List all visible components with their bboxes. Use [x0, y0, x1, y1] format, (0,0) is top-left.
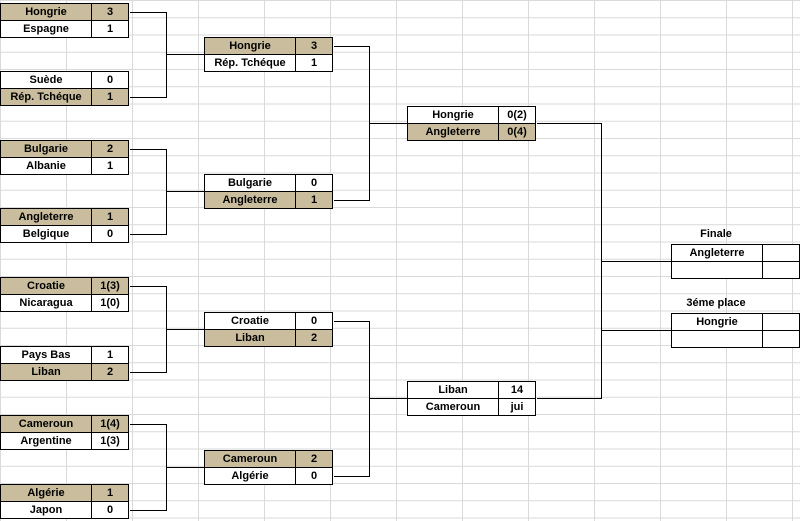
r1-match-7-team1-score[interactable]: 1(4) — [91, 415, 129, 433]
r1-match-5-team2-name[interactable]: Nicaragua — [0, 294, 92, 312]
r3-match-1-team1-score[interactable]: 0(2) — [498, 106, 536, 124]
r3-match-1-team2-score[interactable]: 0(4) — [498, 123, 536, 141]
r1-match-8-team2-name[interactable]: Japon — [0, 501, 92, 519]
bracket-connector — [166, 191, 204, 192]
r2-match-4-team1-score[interactable]: 2 — [295, 450, 333, 468]
r1-match-4-team2-score[interactable]: 0 — [91, 225, 129, 243]
r1-match-6-team1-score[interactable]: 1 — [91, 346, 129, 364]
r2-match-2-team2-score[interactable]: 1 — [295, 191, 333, 209]
r2-match-3-team2-name[interactable]: Liban — [204, 329, 296, 347]
r1-match-6-team1-name[interactable]: Pays Bas — [0, 346, 92, 364]
r1-match-7-team1-name[interactable]: Cameroun — [0, 415, 92, 433]
r1-match-2-team1-score[interactable]: 0 — [91, 71, 129, 89]
final-team1-score[interactable] — [762, 244, 800, 262]
bracket-connector — [130, 234, 166, 235]
bracket-connector — [166, 12, 167, 98]
r1-match-1-team2-score[interactable]: 1 — [91, 20, 129, 38]
r1-match-3-team1-score[interactable]: 2 — [91, 140, 129, 158]
r2-match-2-team1-score[interactable]: 0 — [295, 174, 333, 192]
r2-match-2-team1-name[interactable]: Bulgarie — [204, 174, 296, 192]
r2-match-3-team1-score[interactable]: 0 — [295, 312, 333, 330]
r1-match-3-team1-name[interactable]: Bulgarie — [0, 140, 92, 158]
r1-match-7-team2-score[interactable]: 1(3) — [91, 432, 129, 450]
final-team1-name[interactable]: Angleterre — [671, 244, 763, 262]
bracket-connector — [601, 261, 671, 262]
r3-match-2-team2-name[interactable]: Cameroun — [407, 398, 499, 416]
bracket-connector — [369, 398, 407, 399]
bracket-connector — [130, 12, 166, 13]
r2-match-1-team2-score[interactable]: 1 — [295, 54, 333, 72]
bracket-connector — [130, 510, 166, 511]
bracket-connector — [130, 424, 166, 425]
bracket-connector — [130, 286, 166, 287]
bracket-connector — [166, 329, 204, 330]
r1-match-4-team1-score[interactable]: 1 — [91, 208, 129, 226]
third-place-team1-score[interactable] — [762, 313, 800, 331]
r1-match-4-team2-name[interactable]: Belgique — [0, 225, 92, 243]
r1-match-5-team1-score[interactable]: 1(3) — [91, 277, 129, 295]
bracket-connector — [601, 330, 671, 331]
bracket-connector — [166, 467, 204, 468]
r1-match-3-team2-score[interactable]: 1 — [91, 157, 129, 175]
bracket-connector — [369, 321, 370, 477]
r2-match-4-team2-score[interactable]: 0 — [295, 467, 333, 485]
r3-match-1-team2-name[interactable]: Angleterre — [407, 123, 499, 141]
final-title: Finale — [700, 228, 732, 240]
bracket-connector — [537, 123, 601, 124]
r1-match-8-team2-score[interactable]: 0 — [91, 501, 129, 519]
bracket-connector — [334, 321, 369, 322]
r2-match-3-team1-name[interactable]: Croatie — [204, 312, 296, 330]
r1-match-1-team1-name[interactable]: Hongrie — [0, 3, 92, 21]
third-place-team2-name[interactable] — [671, 330, 763, 348]
r1-match-2-team1-name[interactable]: Suède — [0, 71, 92, 89]
r1-match-6-team2-score[interactable]: 2 — [91, 363, 129, 381]
r2-match-1-team1-score[interactable]: 3 — [295, 37, 333, 55]
r1-match-3-team2-name[interactable]: Albanie — [0, 157, 92, 175]
final-team2-score[interactable] — [762, 261, 800, 279]
r1-match-6-team2-name[interactable]: Liban — [0, 363, 92, 381]
r1-match-7-team2-name[interactable]: Argentine — [0, 432, 92, 450]
third-place-team1-name[interactable]: Hongrie — [671, 313, 763, 331]
r1-match-2-team2-name[interactable]: Rép. Tchéque — [0, 88, 92, 106]
r3-match-2-team2-score[interactable]: jui — [498, 398, 536, 416]
bracket-connector — [166, 54, 204, 55]
bracket-connector — [334, 46, 369, 47]
r3-match-2-team1-score[interactable]: 14 — [498, 381, 536, 399]
final-team2-name[interactable] — [671, 261, 763, 279]
r2-match-1-team2-name[interactable]: Rép. Tchéque — [204, 54, 296, 72]
r3-match-2-team1-name[interactable]: Liban — [407, 381, 499, 399]
r1-match-1-team2-name[interactable]: Espagne — [0, 20, 92, 38]
bracket-connector — [334, 476, 369, 477]
bracket-connector — [334, 200, 369, 201]
bracket-connector — [537, 398, 601, 399]
bracket-connector — [130, 149, 166, 150]
r1-match-5-team1-name[interactable]: Croatie — [0, 277, 92, 295]
r3-match-1-team1-name[interactable]: Hongrie — [407, 106, 499, 124]
r1-match-1-team1-score[interactable]: 3 — [91, 3, 129, 21]
r1-match-4-team1-name[interactable]: Angleterre — [0, 208, 92, 226]
r1-match-2-team2-score[interactable]: 1 — [91, 88, 129, 106]
third-place-team2-score[interactable] — [762, 330, 800, 348]
r2-match-1-team1-name[interactable]: Hongrie — [204, 37, 296, 55]
r1-match-8-team1-name[interactable]: Algérie — [0, 484, 92, 502]
r1-match-8-team1-score[interactable]: 1 — [91, 484, 129, 502]
r2-match-4-team2-name[interactable]: Algérie — [204, 467, 296, 485]
third-place-title: 3éme place — [686, 297, 746, 309]
r2-match-2-team2-name[interactable]: Angleterre — [204, 191, 296, 209]
r2-match-4-team1-name[interactable]: Cameroun — [204, 450, 296, 468]
bracket-connector — [369, 123, 407, 124]
bracket-connector — [130, 372, 166, 373]
bracket-connector — [130, 97, 166, 98]
bracket-connector — [166, 149, 167, 235]
r2-match-3-team2-score[interactable]: 2 — [295, 329, 333, 347]
r1-match-5-team2-score[interactable]: 1(0) — [91, 294, 129, 312]
